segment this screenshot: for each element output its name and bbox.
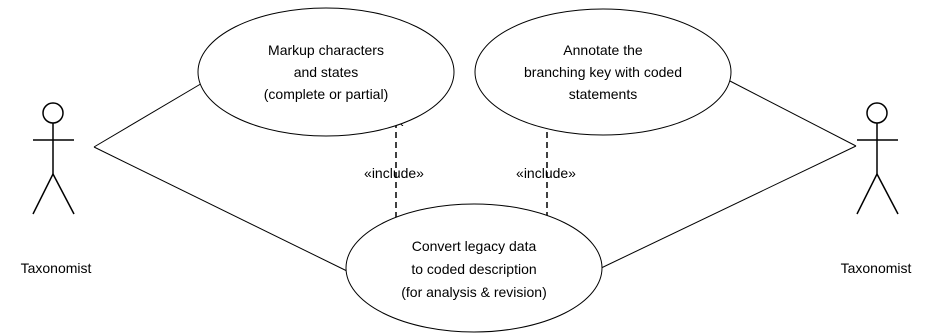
use-case-convert: Convert legacy data to coded description… — [345, 203, 603, 333]
use-case-markup-line-1: Markup characters — [268, 42, 384, 58]
association-left-convert — [93, 146, 350, 273]
use-case-convert-line-1: Convert legacy data — [412, 238, 537, 254]
actor-right-head-icon — [866, 102, 888, 124]
association-left-markup — [93, 81, 205, 148]
use-case-annotate: Annotate the branching key with coded st… — [474, 8, 732, 136]
actor-right-label: Taxonomist — [841, 260, 912, 276]
actor-left-head-icon — [42, 102, 64, 124]
use-case-convert-line-3: (for analysis & revision) — [401, 284, 547, 300]
include-label-annotate: «include» — [516, 165, 576, 181]
use-case-markup: Markup characters and states (complete o… — [197, 7, 455, 137]
include-label-markup: «include» — [364, 165, 424, 181]
actor-right — [856, 102, 899, 215]
actor-left — [32, 102, 75, 215]
use-case-markup-line-2: and states — [294, 64, 359, 80]
actor-left-label: Taxonomist — [21, 260, 92, 276]
use-case-markup-line-3: (complete or partial) — [264, 86, 389, 102]
use-case-annotate-line-2: branching key with coded — [524, 64, 682, 80]
association-right-convert — [596, 145, 857, 271]
association-right-annotate — [727, 79, 857, 147]
use-case-annotate-line-3: statements — [569, 86, 637, 102]
use-case-convert-line-2: to coded description — [411, 261, 536, 277]
use-case-annotate-line-1: Annotate the — [563, 42, 643, 58]
